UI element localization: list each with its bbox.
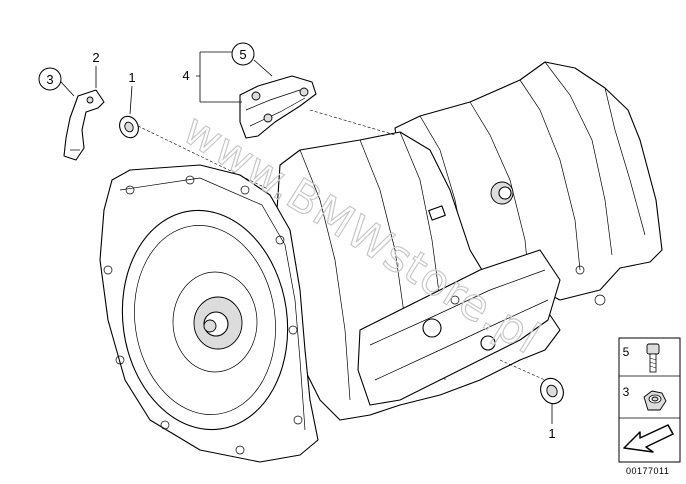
callout-5-top: 5 (231, 42, 273, 77)
legend-nut-number: 3 (623, 385, 630, 399)
drawing-code: 00177011 (626, 466, 669, 476)
legend-bolt-number: 5 (623, 345, 630, 359)
bolt-icon (646, 343, 660, 373)
sealing-washer-bottom (540, 377, 564, 405)
callout-1-bottom: 1 (548, 404, 556, 441)
sealing-washer-top (119, 115, 139, 139)
fastener-legend: 5 3 (618, 337, 681, 463)
leader-washer-bottom (499, 359, 546, 381)
transmission-housing (99, 61, 663, 463)
callout-4-label: 4 (182, 68, 189, 83)
callout-1-top-label: 1 (128, 70, 135, 85)
callout-1-bottom-label: 1 (548, 426, 555, 441)
callout-2: 2 (92, 50, 100, 88)
callout-1-top: 1 (128, 70, 136, 115)
leader-bracket (309, 109, 396, 136)
holder-clip-part (63, 89, 105, 161)
nut-icon (643, 390, 667, 411)
bracket-part (239, 75, 317, 139)
callout-3-top: 3 (38, 67, 75, 97)
callout-3-label: 3 (46, 72, 53, 87)
callout-2-label: 2 (92, 50, 99, 65)
direction-arrow-icon (623, 424, 674, 453)
callout-4: 4 (182, 51, 242, 103)
callout-5-label: 5 (239, 47, 246, 62)
leader-washer-top (137, 125, 271, 191)
